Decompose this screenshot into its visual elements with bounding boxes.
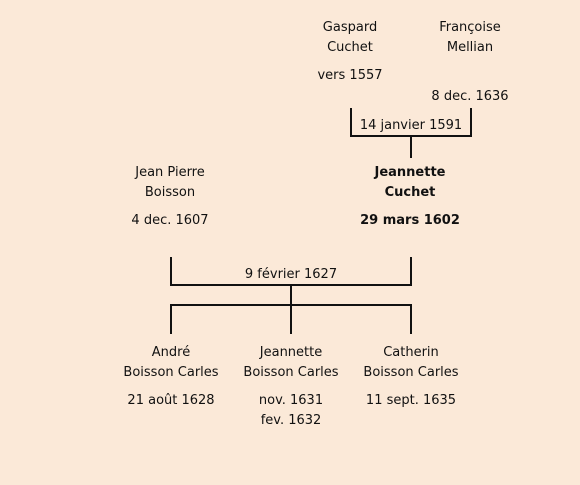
gen2-marriage-date-box: 9 février 1627 [191,265,391,285]
gen1-mother-date: 8 dec. 1636 [431,89,509,104]
gen2-wife-surname: Cuchet [384,185,436,200]
gen2-husband-given-name: Jean Pierre [135,165,205,180]
gen1-father-surname: Cuchet [327,40,373,55]
child-1-given-name: André [151,345,191,360]
child-3-surname: Boisson Carles [363,365,459,380]
child-2-surname: Boisson Carles [243,365,339,380]
gen1-mother-given-name: Françoise [439,20,501,35]
gen1-father-date: vers 1557 [317,68,383,83]
child-1-surname: Boisson Carles [123,365,219,380]
child-3-given-name: Catherin [383,345,439,360]
gen2-wife-given-name: Jeannette [374,165,446,180]
gen1-father-given-name: Gaspard [322,20,378,35]
gen1-marriage-date: 14 janvier 1591 [356,118,466,133]
gen2-marriage-date: 9 février 1627 [241,267,341,282]
child-1-date: 21 août 1628 [127,393,215,408]
child-3-date: 11 sept. 1635 [365,393,457,408]
gen1-marriage-date-box: 14 janvier 1591 [351,116,471,136]
gen1-mother-surname: Mellian [446,40,494,55]
child-2-date-alt: fev. 1632 [260,413,322,428]
gen2-wife-date: 29 mars 1602 [360,213,460,228]
child-2-date: nov. 1631 [258,393,324,408]
child-2-given-name: Jeannette [259,345,323,360]
gen2-husband-surname: Boisson [144,185,196,200]
gen2-husband-date: 4 dec. 1607 [131,213,209,228]
